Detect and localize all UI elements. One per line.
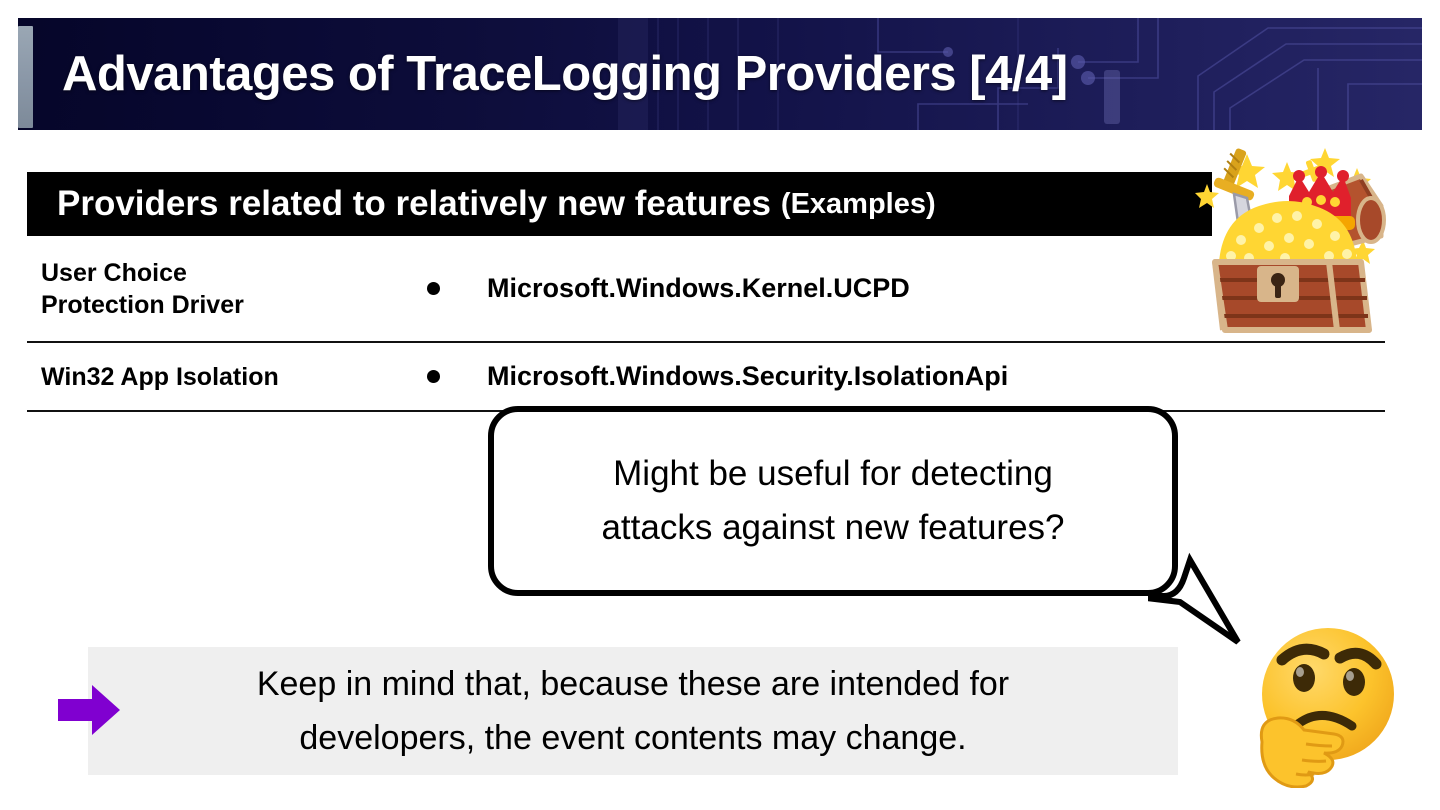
right-arrow-icon xyxy=(58,685,120,735)
section-header-title: Providers related to relatively new feat… xyxy=(57,184,771,223)
bottom-note-line1: Keep in mind that, because these are int… xyxy=(256,664,1010,703)
page-title: Advantages of TraceLogging Providers [4/… xyxy=(62,47,1068,101)
table-row-label-line2: Protection Driver xyxy=(41,290,244,319)
circuit-pattern-decoration xyxy=(18,18,1422,130)
table-row-label-line1: User Choice xyxy=(41,258,187,287)
thinking-face-icon xyxy=(1259,628,1394,788)
speech-bubble-line2: attacks against new features? xyxy=(601,508,1065,547)
bullet-icon xyxy=(427,282,440,295)
provider-table: User Choice Protection Driver Microsoft.… xyxy=(27,236,1385,412)
provider-name: Microsoft.Windows.Kernel.UCPD xyxy=(487,273,910,303)
provider-name: Microsoft.Windows.Security.IsolationApi xyxy=(487,361,1009,391)
table-row-value: Microsoft.Windows.Kernel.UCPD xyxy=(427,273,1385,304)
table-row: User Choice Protection Driver Microsoft.… xyxy=(27,236,1385,343)
table-row-value: Microsoft.Windows.Security.IsolationApi xyxy=(427,361,1385,392)
table-row: Win32 App Isolation Microsoft.Windows.Se… xyxy=(27,343,1385,412)
table-row-label: Win32 App Isolation xyxy=(27,361,427,393)
table-row-label: User Choice Protection Driver xyxy=(27,257,427,321)
title-banner: Advantages of TraceLogging Providers [4/… xyxy=(18,18,1422,130)
bottom-note-box: Keep in mind that, because these are int… xyxy=(88,647,1178,775)
section-header-band: Providers related to relatively new feat… xyxy=(27,172,1212,236)
bottom-note-line2: developers, the event contents may chang… xyxy=(299,719,967,757)
speech-bubble: Might be useful for detecting attacks ag… xyxy=(488,406,1178,596)
title-accent-bar xyxy=(18,26,33,128)
section-header-subtitle: (Examples) xyxy=(780,187,936,220)
bullet-icon xyxy=(427,370,440,383)
speech-bubble-line1: Might be useful for detecting xyxy=(613,453,1053,493)
treasure-chest-icon xyxy=(1195,148,1386,333)
table-row-label-line1: Win32 App Isolation xyxy=(41,362,279,391)
